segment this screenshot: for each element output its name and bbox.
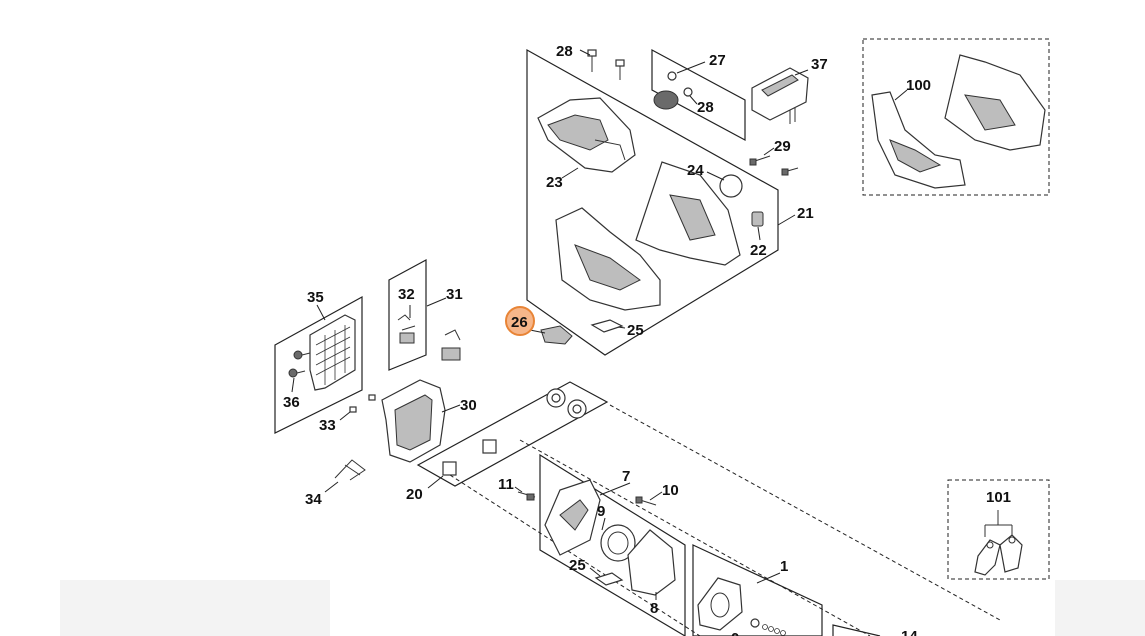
label-33: 33 (319, 417, 336, 434)
background-shade (1055, 580, 1145, 636)
screw-part-29 (749, 155, 799, 176)
wedge-part-25-top (590, 319, 624, 333)
gasket-part-24 (719, 174, 743, 198)
crankcase-frame-1 (692, 544, 823, 636)
label-24: 24 (687, 162, 704, 179)
label-100: 100 (906, 77, 931, 94)
label-31: 31 (446, 286, 463, 303)
label-101: 101 (986, 489, 1011, 506)
mount-frame-20 (416, 381, 609, 487)
assembly-100-box (862, 38, 1050, 196)
screw-part-11 (517, 491, 536, 501)
label-28: 28 (697, 99, 714, 116)
fan-housing-frame-7 (539, 453, 686, 636)
carrier-part-30 (381, 379, 446, 463)
label-32: 32 (398, 286, 415, 303)
label-21: 21 (797, 205, 814, 222)
label-25: 25 (569, 557, 586, 574)
label-27: 27 (709, 52, 726, 69)
plate-part-26 (540, 325, 573, 345)
label-10: 10 (662, 482, 679, 499)
assembly-101-box (947, 479, 1050, 580)
spacer-part-33 (349, 394, 376, 413)
background-shade (60, 580, 330, 636)
buffer-part-22 (751, 211, 764, 227)
shroud-part-37 (751, 67, 809, 124)
label-34: 34 (305, 491, 322, 508)
label-25: 25 (627, 322, 644, 339)
label-26[interactable]: 26 (511, 314, 528, 331)
label-20: 20 (406, 486, 423, 503)
label-14: 14 (901, 628, 918, 636)
label-37: 37 (811, 56, 828, 73)
label-23: 23 (546, 174, 563, 191)
label-8: 8 (650, 600, 658, 617)
label-11: 11 (498, 476, 514, 493)
filter-frame-35 (274, 295, 363, 434)
label-22: 22 (750, 242, 767, 259)
screw-28-top (587, 49, 625, 80)
upper-housing-part-23 (537, 97, 636, 173)
highlight-marker[interactable] (505, 306, 535, 336)
label-35: 35 (307, 289, 324, 306)
housing-group-frame (526, 48, 779, 356)
label-36: 36 (283, 394, 300, 411)
screw-part-10 (635, 496, 657, 506)
housing-part-21 (555, 161, 741, 311)
label-29: 29 (774, 138, 791, 155)
frame-part-14 (832, 624, 881, 636)
label-30: 30 (460, 397, 477, 414)
part-labels: 28 27 37 28 29 24 23 21 22 25 26 100 35 … (283, 43, 1011, 636)
label-7: 7 (622, 468, 630, 485)
dashed-guide-lines (449, 404, 1001, 636)
label-28: 28 (556, 43, 573, 60)
clip-part-34 (334, 459, 366, 481)
label-9: 9 (597, 503, 605, 520)
cover-part-27 (653, 71, 693, 110)
label-0: 0 (731, 630, 739, 636)
bracket-frame-31 (388, 258, 461, 371)
label-1: 1 (780, 558, 788, 575)
